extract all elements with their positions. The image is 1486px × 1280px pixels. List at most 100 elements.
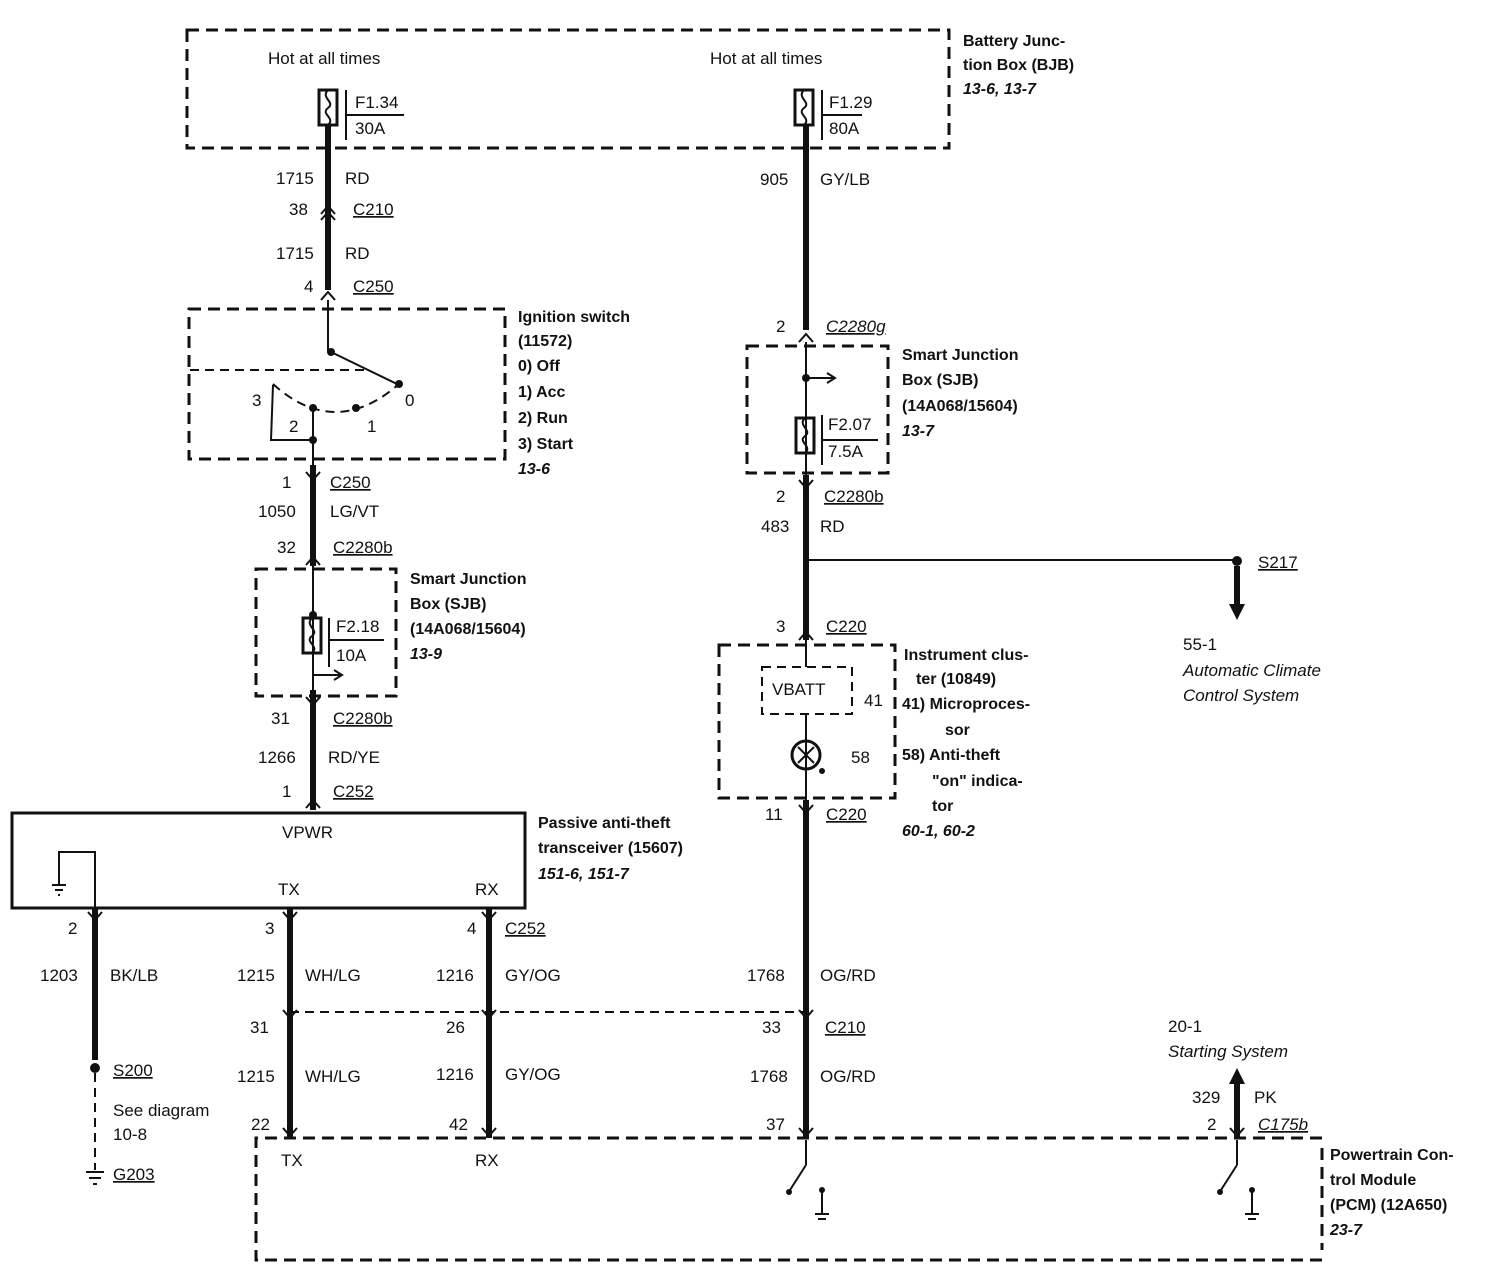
- vbatt-label: VBATT: [772, 680, 826, 699]
- wire-329-num: 329: [1192, 1088, 1220, 1107]
- c252-pin-2: 2: [68, 919, 77, 938]
- fuse-f134-rating: 30A: [355, 119, 386, 138]
- sjb-left-ref: 13-9: [410, 646, 442, 663]
- pcm-ref: 23-7: [1329, 1222, 1363, 1239]
- bjb-label-2: tion Box (BJB): [963, 57, 1074, 74]
- ic-pin58-desc: 58) Anti-theft: [902, 747, 1001, 764]
- c252-connector-a: C252: [333, 782, 374, 801]
- see-diagram-ref: 10-8: [113, 1125, 147, 1144]
- pcm-title-1: Powertrain Con-: [1330, 1147, 1454, 1164]
- pats-internal-ground: [58, 851, 96, 908]
- ign-title-1: Ignition switch: [518, 309, 630, 326]
- wire-483-num: 483: [761, 517, 789, 536]
- wire-1050-color: LG/VT: [330, 502, 379, 521]
- wire-329-color: PK: [1254, 1088, 1277, 1107]
- c250-pin-4: 4: [304, 277, 313, 296]
- connector-c250-top-mark: [320, 290, 336, 301]
- c2280b-connector-31: C2280b: [333, 709, 393, 728]
- wire-1215-lower-color: WH/LG: [305, 1067, 361, 1086]
- sjb-left-arrow: [313, 669, 344, 681]
- fuse-f129-id: F1.29: [829, 93, 872, 112]
- wire-1768-lower-num: 1768: [750, 1067, 788, 1086]
- pats-title-1: Passive anti-theft: [538, 815, 671, 832]
- c2280b-pin-32: 32: [277, 538, 296, 557]
- wire-1715-upper-color: RD: [345, 169, 370, 188]
- wire-1203-num: 1203: [40, 966, 78, 985]
- hot-at-all-times-left: Hot at all times: [268, 49, 380, 68]
- ign-pos-0: 0: [405, 391, 414, 410]
- wire-1215-upper-color: WH/LG: [305, 966, 361, 985]
- pcm-title-2: trol Module: [1330, 1172, 1416, 1189]
- hot-at-all-times-right: Hot at all times: [710, 49, 822, 68]
- ground-g203-icon: [86, 1171, 104, 1185]
- ign-ref: 13-6: [518, 461, 550, 478]
- wire-1715-upper-num: 1715: [276, 169, 314, 188]
- fuse-f134-id: F1.34: [355, 93, 398, 112]
- c250-connector-b: C250: [330, 473, 371, 492]
- c2280b-connector-32: C2280b: [333, 538, 393, 557]
- pcm-part: (PCM) (12A650): [1330, 1197, 1447, 1214]
- c210-pin-38: 38: [289, 200, 308, 219]
- sjb-right-ref: 13-7: [902, 423, 935, 440]
- fuse-f129-rating: 80A: [829, 119, 860, 138]
- c252-connector-b: C252: [505, 919, 546, 938]
- ign-title-2: (11572): [518, 333, 572, 350]
- ic-pin58-desc-2: "on" indica-: [932, 773, 1023, 790]
- c252-pin-1: 1: [282, 782, 291, 801]
- c220-pin-3: 3: [776, 617, 785, 636]
- sjb-right-title-2: Box (SJB): [902, 372, 978, 389]
- fuse-f207-rating: 7.5A: [828, 442, 864, 461]
- c250-pin-1: 1: [282, 473, 291, 492]
- ign-contact-arm: [330, 351, 398, 385]
- fuse-f218-rating: 10A: [336, 646, 367, 665]
- pats-ref: 151-6, 151-7: [538, 866, 630, 883]
- sjb-right-part: (14A068/15604): [902, 398, 1018, 415]
- pcm-pin-2: 2: [1207, 1115, 1216, 1134]
- wire-905-color: GY/LB: [820, 170, 870, 189]
- fuse-f218-id: F2.18: [336, 617, 379, 636]
- fuse-f207: [794, 415, 878, 465]
- wire-1216-lower-num: 1216: [436, 1065, 474, 1084]
- c250-connector-a: C250: [353, 277, 394, 296]
- c2280b-pin-2: 2: [776, 487, 785, 506]
- c220-pin-11: 11: [765, 805, 783, 824]
- ic-ref: 60-1, 60-2: [902, 823, 975, 840]
- wire-1266-color: RD/YE: [328, 748, 380, 767]
- ign-state-off: 0) Off: [518, 358, 560, 375]
- ic-title-2: ter (10849): [916, 671, 996, 688]
- pcm-switch-37: [786, 1140, 829, 1220]
- ic-pin-41: 41: [864, 691, 883, 710]
- c210-pin-33: 33: [762, 1018, 781, 1037]
- ic-pin41-desc: 41) Microproces-: [902, 696, 1030, 713]
- wire-483-color: RD: [820, 517, 845, 536]
- wire-1768-upper-num: 1768: [747, 966, 785, 985]
- fuse-f207-id: F2.07: [828, 415, 871, 434]
- wire-1050-num: 1050: [258, 502, 296, 521]
- ign-pos-2: 2: [289, 417, 298, 436]
- pats-title-2: transceiver (15607): [538, 840, 683, 857]
- c2280b-connector-2: C2280b: [824, 487, 884, 506]
- wire-1203-color: BK/LB: [110, 966, 158, 985]
- wire-1715-lower-color: RD: [345, 244, 370, 263]
- see-diagram: See diagram: [113, 1101, 209, 1120]
- wire-1215-upper-num: 1215: [237, 966, 275, 985]
- pats-rx: RX: [475, 880, 499, 899]
- ign-state-run: 2) Run: [518, 410, 568, 427]
- pcm-box: [254, 1136, 1322, 1262]
- ign-arc: [272, 383, 400, 413]
- pcm-pin-37: 37: [766, 1115, 785, 1134]
- pats-box: [10, 811, 527, 910]
- battery-junction-box: [185, 28, 951, 150]
- wire-1216-upper-num: 1216: [436, 966, 474, 985]
- c210-connector-a: C210: [353, 200, 394, 219]
- sjb-left-title-2: Box (SJB): [410, 596, 486, 613]
- pcm-tx: TX: [281, 1151, 303, 1170]
- c2280b-pin-31: 31: [271, 709, 290, 728]
- pats-tx: TX: [278, 880, 300, 899]
- fuse-f218: [301, 616, 384, 667]
- sjb-right-title-1: Smart Junction: [902, 347, 1018, 364]
- arrow-to-climate-control: [1229, 604, 1245, 620]
- wire-1216-lower-color: GY/OG: [505, 1065, 561, 1084]
- c220-connector-a: C220: [826, 617, 867, 636]
